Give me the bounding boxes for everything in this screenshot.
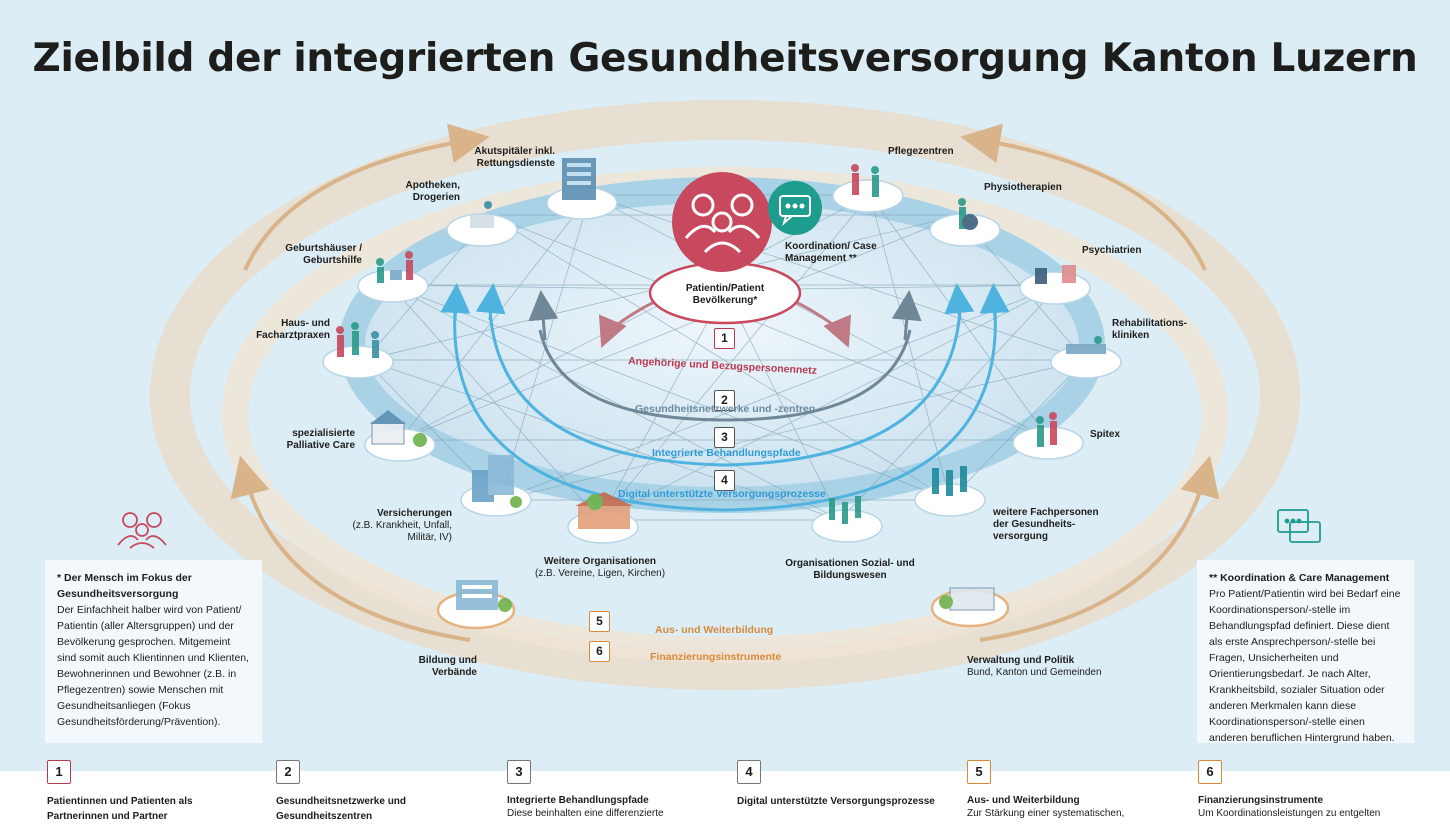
bottom-title-2: Gesundheitsnetzwerke und Gesundheitszent… bbox=[276, 796, 407, 822]
ring-label-4: Digital unterstützte Versorgungsprozesse bbox=[618, 488, 826, 500]
node-pflege bbox=[832, 179, 904, 213]
bottom-title-1: Patientinnen und Patienten als Partnerin… bbox=[47, 796, 193, 822]
info-box-coordination: ** Koordination & Care Management Pro Pa… bbox=[1197, 560, 1414, 744]
ring-number-4: 4 bbox=[714, 470, 735, 491]
ring-number-5: 5 bbox=[589, 611, 610, 632]
bottom-title-5: Aus- und Weiterbildung bbox=[967, 795, 1080, 806]
outer-ring bbox=[150, 100, 1300, 690]
label-reha: Rehabilitations-kliniken bbox=[1112, 318, 1188, 341]
label-fachpersonen: weitere Fachpersonen der Gesundheits-ver… bbox=[993, 507, 1099, 542]
node-illustrations bbox=[336, 158, 1106, 612]
bottom-number-2: 2 bbox=[276, 760, 300, 784]
bottom-number-5: 5 bbox=[967, 760, 991, 784]
bottom-title-4: Digital unterstützte Versorgungsprozesse bbox=[737, 796, 935, 807]
ring-label-3: Integrierte Behandlungspfade bbox=[652, 447, 801, 459]
label-physio: Physiotherapien bbox=[984, 182, 1062, 193]
label-geburtshaeuser: Geburtshäuser / Geburtshilfe bbox=[285, 243, 362, 266]
label-versicherungen-sub: (z.B. Krankheit, Unfall, Militär, IV) bbox=[352, 520, 452, 543]
bottom-item-3: 3 Integrierte Behandlungspfade Diese bei… bbox=[507, 760, 707, 821]
label-apotheken: Apotheken, Drogerien bbox=[405, 180, 460, 203]
coordination-label: Koordination/ Case Management ** bbox=[785, 241, 877, 264]
patient-icon-circle bbox=[672, 172, 772, 272]
people-icon bbox=[684, 193, 761, 254]
outer-arc-top-left bbox=[243, 123, 490, 271]
page-title: Zielbild der integrierten Gesundheitsver… bbox=[32, 36, 1418, 81]
arc-ring-4 bbox=[453, 309, 997, 512]
bottom-sub-3: Diese beinhalten eine differenzierte bbox=[507, 808, 664, 819]
node-apotheken bbox=[446, 213, 518, 247]
bottom-item-2: 2 Gesundheitsnetzwerke und Gesundheitsze… bbox=[276, 760, 476, 824]
outer-arc-right bbox=[979, 455, 1220, 642]
ring-number-2: 2 bbox=[714, 390, 735, 411]
label-palliative: spezialisierte Palliative Care bbox=[286, 428, 355, 451]
bottom-item-5: 5 Aus- und Weiterbildung Zur Stärkung ei… bbox=[967, 760, 1167, 821]
label-weitere-org-sub: (z.B. Vereine, Ligen, Kirchen) bbox=[534, 568, 666, 579]
outer-arc-top-right bbox=[960, 123, 1207, 271]
label-versicherungen: Versicherungen(z.B. Krankheit, Unfall, M… bbox=[340, 508, 452, 544]
arc-ring-3 bbox=[488, 309, 962, 467]
bottom-title-3: Integrierte Behandlungspfade bbox=[507, 795, 649, 806]
chat-outline-icon bbox=[1277, 509, 1321, 543]
bottom-number-3: 3 bbox=[507, 760, 531, 784]
ring-number-1: 1 bbox=[714, 328, 735, 349]
outer-arc-left bbox=[230, 455, 471, 642]
bottom-sub-6: Um Koordinationsleistungen zu entgelten bbox=[1198, 808, 1381, 819]
label-psychiatrien: Psychiatrien bbox=[1082, 245, 1142, 256]
ring-label-6: Finanzierungsinstrumente bbox=[650, 651, 782, 663]
arc-ring-2 bbox=[538, 329, 912, 422]
bottom-title-6: Finanzierungsinstrumente bbox=[1198, 795, 1324, 806]
ring-label-2: Gesundheitsnetzwerke und -zentren bbox=[635, 403, 816, 415]
label-akutspitaeler: Akutspitäler inkl. Rettungsdienste bbox=[474, 146, 555, 169]
label-weitere-org: Weitere Organisationen(z.B. Vereine, Lig… bbox=[525, 556, 675, 580]
info-box-patient: * Der Mensch im Fokus der Gesundheitsver… bbox=[45, 560, 262, 743]
ring-label-5: Aus- und Weiterbildung bbox=[655, 624, 774, 636]
bottom-number-6: 6 bbox=[1198, 760, 1222, 784]
label-spitex: Spitex bbox=[1090, 429, 1121, 440]
label-sozial: Organisationen Sozial- und Bildungswesen bbox=[785, 558, 915, 581]
node-psychiatrien bbox=[1019, 271, 1091, 305]
info-right-heading: ** Koordination & Care Management bbox=[1209, 572, 1390, 584]
node-spitex bbox=[1012, 426, 1084, 460]
info-right-text: Pro Patient/Patientin wird bei Bedarf ei… bbox=[1209, 588, 1401, 744]
bottom-number-4: 4 bbox=[737, 760, 761, 784]
info-left-text: Der Einfachheit halber wird von Patient/… bbox=[57, 604, 250, 728]
label-bildung: Bildung und Verbände bbox=[418, 655, 477, 678]
ring-number-6: 6 bbox=[589, 641, 610, 662]
label-pflege: Pflegezentren bbox=[888, 146, 954, 157]
patient-label: Patientin/Patient Bevölkerung* bbox=[685, 283, 765, 306]
ring-number-3: 3 bbox=[714, 427, 735, 448]
chat-icon bbox=[779, 195, 811, 226]
bottom-number-1: 1 bbox=[47, 760, 71, 784]
label-hausarzt: Haus- und Facharztpraxen bbox=[256, 318, 330, 341]
bottom-item-6: 6 Finanzierungsinstrumente Um Koordinati… bbox=[1198, 760, 1398, 821]
bottom-sub-5: Zur Stärkung einer systematischen, bbox=[967, 808, 1125, 819]
bottom-item-1: 1 Patientinnen und Patienten als Partner… bbox=[47, 760, 247, 824]
label-verwaltung-sub: Bund, Kanton und Gemeinden bbox=[967, 667, 1102, 678]
info-left-heading: * Der Mensch im Fokus der Gesundheitsver… bbox=[57, 572, 192, 600]
people-outline-icon bbox=[117, 512, 167, 549]
bottom-item-4: 4 Digital unterstützte Versorgungsprozes… bbox=[737, 760, 937, 809]
